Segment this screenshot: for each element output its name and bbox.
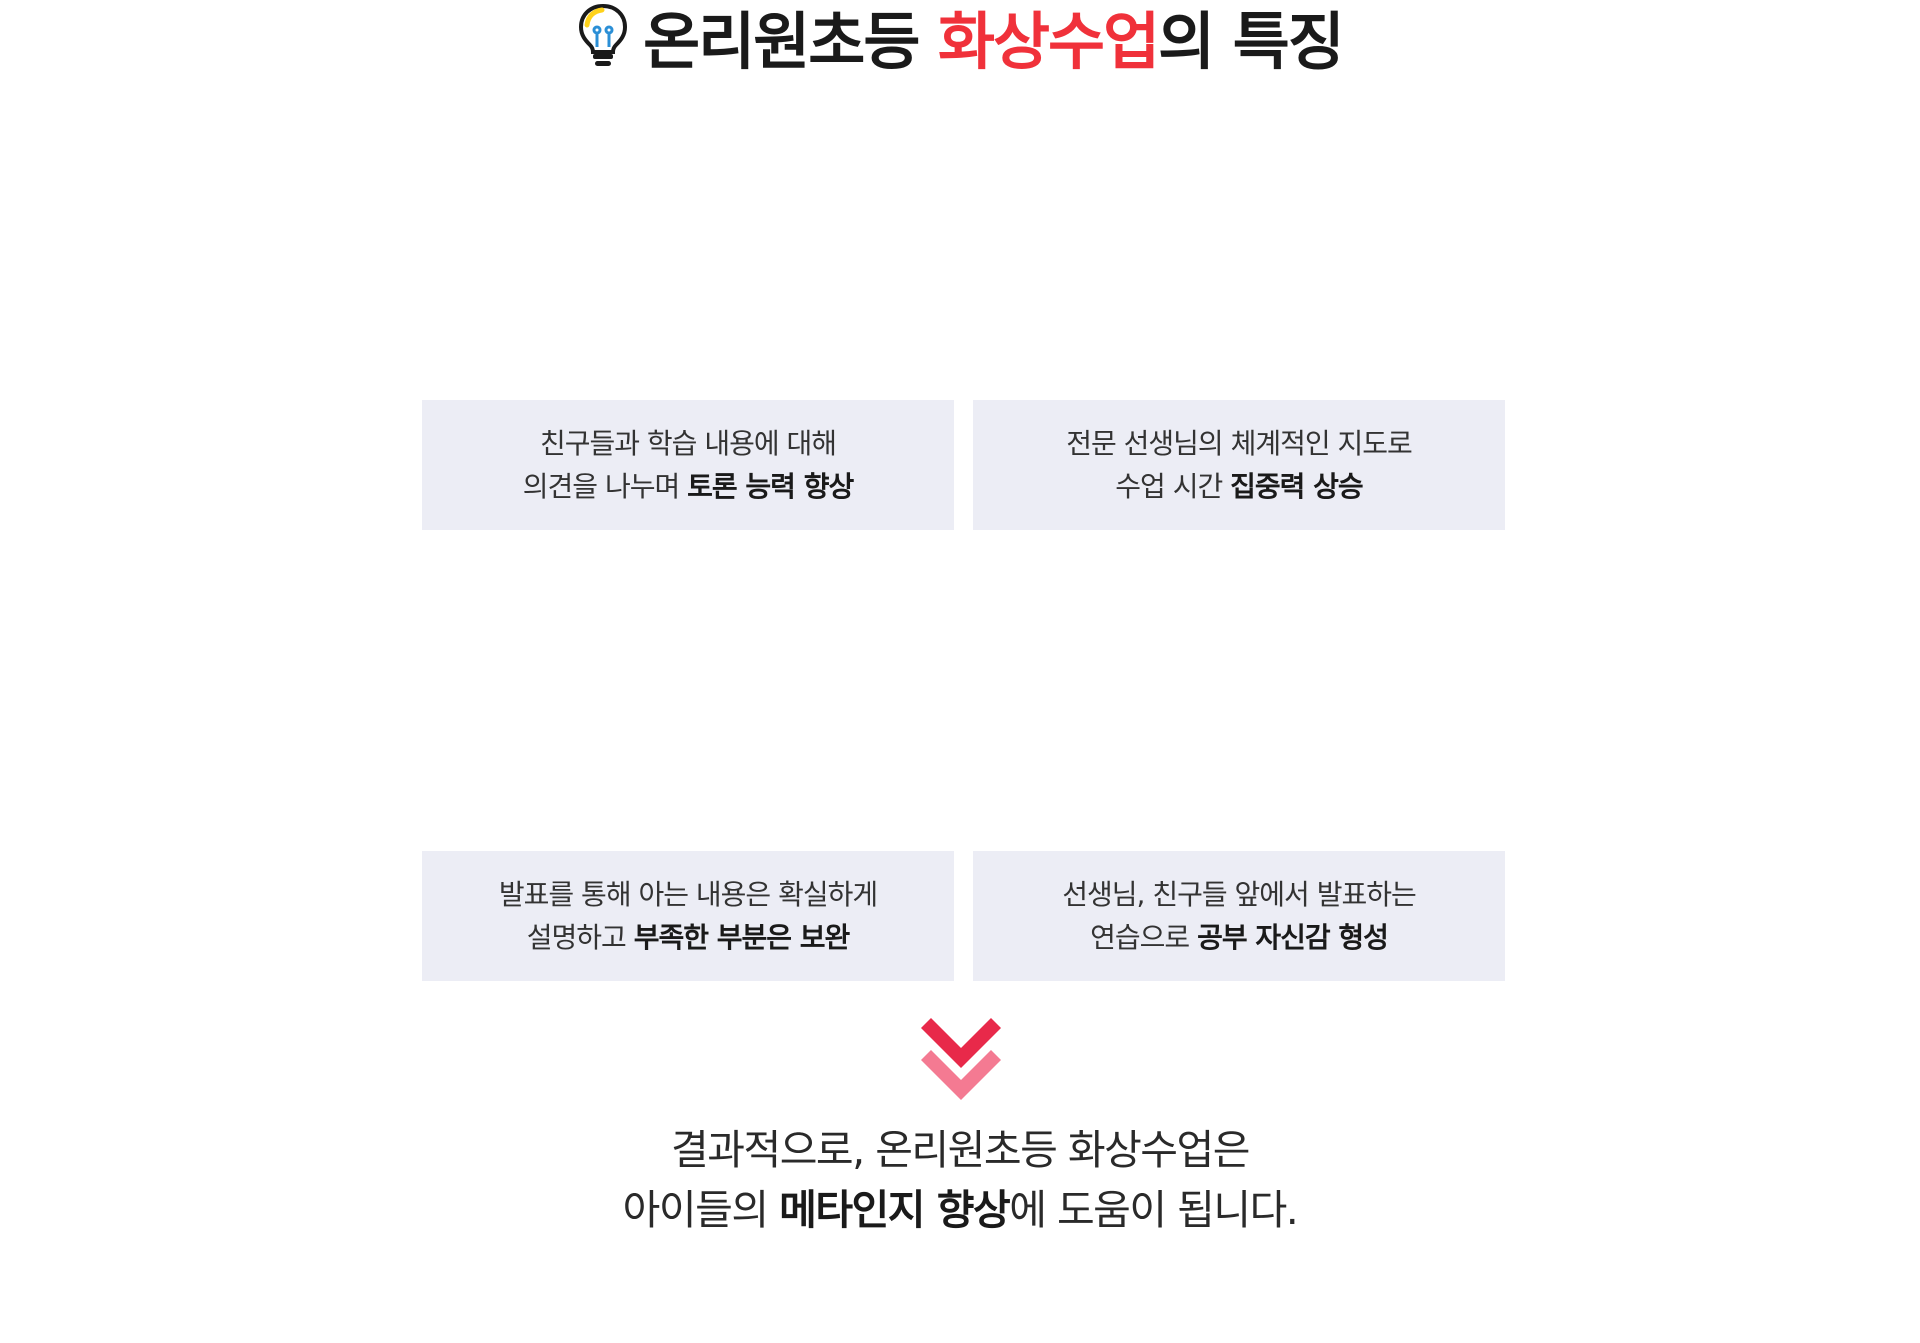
card-line-2: 의견을 나누며 토론 능력 향상 — [522, 465, 854, 508]
card-line-2: 수업 시간 집중력 상승 — [1115, 465, 1364, 508]
card-line-2-text: 의견을 나누며 — [522, 470, 688, 503]
conclusion-line-2-end: 에 도움이 됩니다. — [1009, 1186, 1299, 1234]
feature-card-confidence: 선생님, 친구들 앞에서 발표하는 연습으로 공부 자신감 형성 — [973, 851, 1505, 981]
conclusion-highlight: 메타인지 향상 — [779, 1186, 1011, 1234]
conclusion-line-2-start: 아이들의 — [622, 1186, 780, 1234]
page-title: 온리원초등 화상수업의 특징 — [0, 0, 1920, 78]
card-line-2-text: 설명하고 — [526, 921, 634, 954]
title-accent: 화상수업 — [937, 5, 1160, 78]
card-line-1: 전문 선생님의 체계적인 지도로 — [1066, 427, 1413, 460]
card-line-2: 설명하고 부족한 부분은 보완 — [526, 916, 851, 959]
card-line-1: 친구들과 학습 내용에 대해 — [539, 427, 837, 460]
card-line-2-text: 수업 시간 — [1115, 470, 1231, 503]
card-highlight: 공부 자신감 형성 — [1197, 921, 1389, 954]
feature-card-discussion: 친구들과 학습 내용에 대해 의견을 나누며 토론 능력 향상 — [422, 400, 954, 530]
card-line-2-text: 연습으로 — [1090, 921, 1198, 954]
feature-card-focus: 전문 선생님의 체계적인 지도로 수업 시간 집중력 상승 — [973, 400, 1505, 530]
card-highlight: 토론 능력 향상 — [687, 470, 854, 503]
card-line-1: 선생님, 친구들 앞에서 발표하는 — [1062, 878, 1416, 911]
title-text: 온리원초등 화상수업의 특징 — [643, 0, 1345, 81]
card-line-2: 연습으로 공부 자신감 형성 — [1090, 916, 1389, 959]
card-line-1: 발표를 통해 아는 내용은 확실하게 — [498, 878, 878, 911]
conclusion-line-1: 결과적으로, 온리원초등 화상수업은 — [671, 1126, 1250, 1174]
conclusion-text: 결과적으로, 온리원초등 화상수업은 아이들의 메타인지 향상에 도움이 됩니다… — [0, 1120, 1920, 1240]
card-highlight: 집중력 상승 — [1230, 470, 1364, 503]
double-chevron-down-icon — [921, 1018, 1001, 1100]
card-highlight: 부족한 부분은 보완 — [633, 921, 851, 954]
lightbulb-icon — [579, 3, 628, 66]
title-part-1: 온리원초등 — [643, 5, 938, 78]
title-part-2: 의 특징 — [1158, 5, 1345, 78]
conclusion-line-2: 아이들의 메타인지 향상에 도움이 됩니다. — [0, 1180, 1920, 1240]
feature-card-presentation: 발표를 통해 아는 내용은 확실하게 설명하고 부족한 부분은 보완 — [422, 851, 954, 981]
